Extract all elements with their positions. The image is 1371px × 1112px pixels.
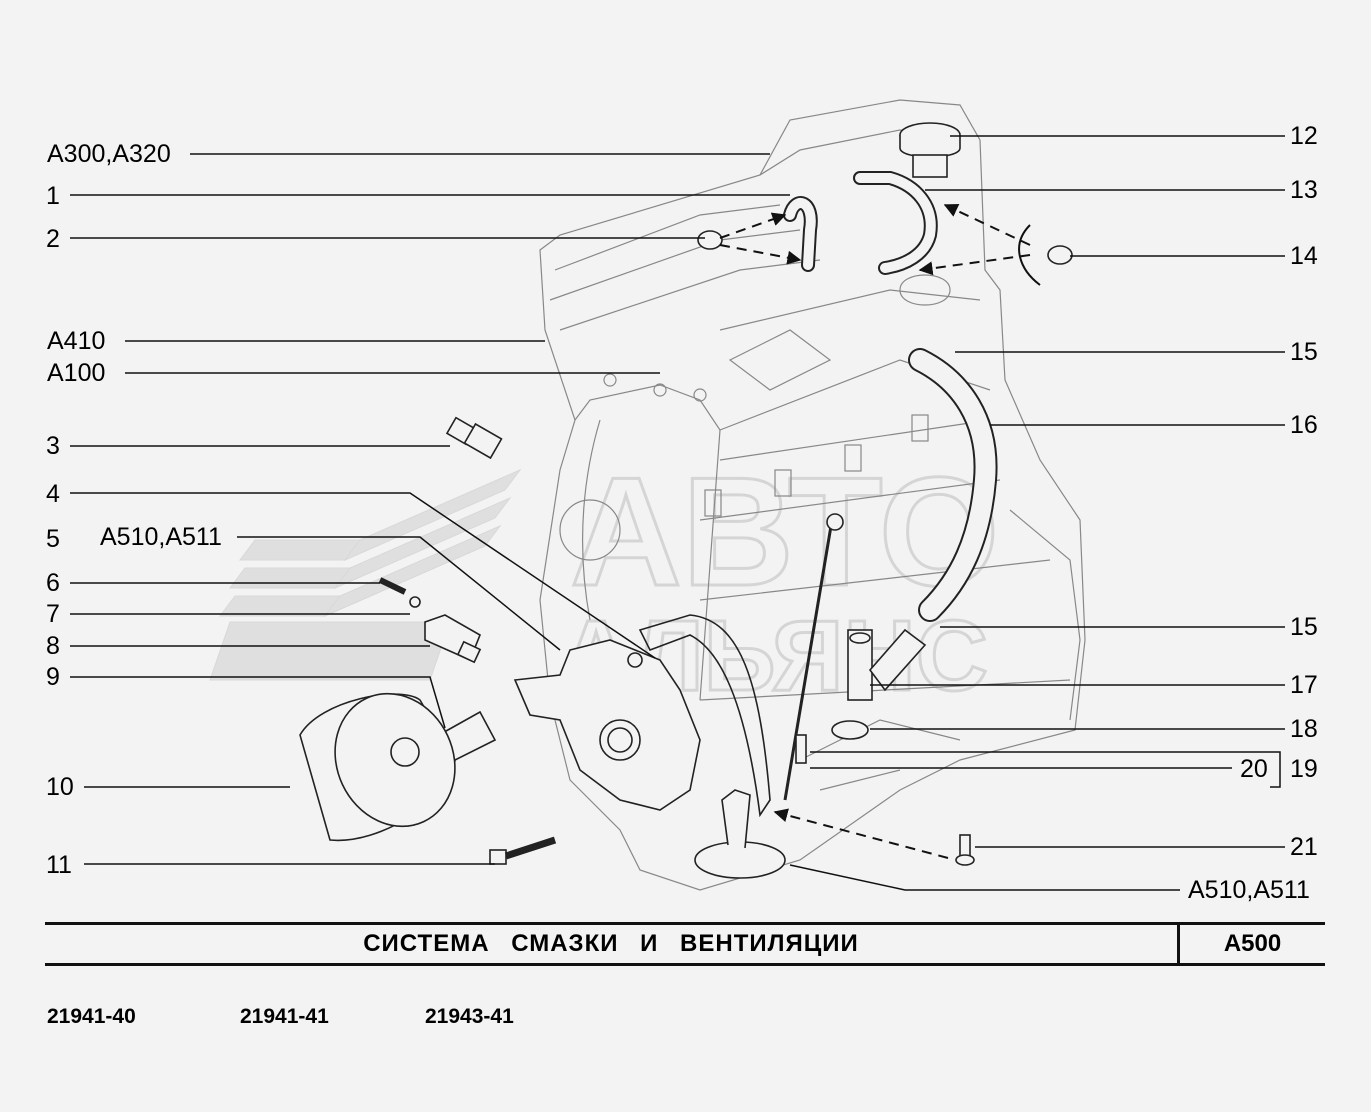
footer-top-rule [45,922,1325,925]
part-7-washer [409,596,421,608]
callout-a510-a511-left: А510,А511 [100,523,222,551]
callout-18: 18 [1290,715,1318,743]
callout-4: 4 [46,480,60,508]
callout-2: 2 [46,225,60,253]
callout-11: 11 [46,851,72,879]
callout-13: 13 [1290,176,1318,204]
callout-a100: А100 [47,359,106,387]
part-8-sensor [424,614,482,664]
callout-1: 1 [46,182,60,210]
part-17-fitting [847,628,927,701]
callout-5: 5 [46,525,60,553]
callout-10: 10 [46,773,74,801]
page-title: СИСТЕМА СМАЗКИ И ВЕНТИЛЯЦИИ [363,930,859,957]
part-21-bolt [955,834,975,866]
callout-14: 14 [1290,242,1318,270]
footer-separator [1177,922,1180,966]
oil-pickup [694,789,786,879]
callout-3: 3 [46,432,60,460]
callout-15-top: 15 [1290,338,1318,366]
assembly-arrows [719,204,1041,859]
section-code: А500 [1223,930,1282,957]
dipstick [783,519,834,801]
callout-19: 19 [1290,755,1318,783]
callout-7: 7 [46,600,60,628]
model-code-3: 21943-41 [425,1005,514,1028]
oil-pump [513,639,701,811]
callout-a300-a320: А300,А320 [47,140,171,168]
callout-a510-a511-right: А510,А511 [1188,876,1310,904]
part-2-clamp [697,230,723,250]
part-10-oil-filter [299,692,456,842]
callout-12: 12 [1290,122,1318,150]
part-12-oil-cap [899,122,961,178]
callout-6: 6 [46,569,60,597]
footer-bottom-rule [45,963,1325,966]
callout-16: 16 [1290,411,1318,439]
callout-9: 9 [46,663,60,691]
callout-17: 17 [1290,671,1318,699]
callout-15-bottom: 15 [1290,613,1318,641]
part-11-bolt [489,836,557,865]
part-19-stud [795,734,807,764]
part-6-bolt [378,577,407,595]
part-14-clamp [1047,245,1073,265]
callout-21: 21 [1290,833,1318,861]
part-18-o-ring [831,720,869,740]
model-code-1: 21941-40 [47,1005,136,1028]
model-code-2: 21941-41 [240,1005,329,1028]
callout-a410: А410 [47,327,106,355]
part-4-gasket [638,614,771,818]
callout-8: 8 [46,632,60,660]
callout-20: 20 [1240,755,1268,783]
part-3-sensor [445,416,503,460]
part-sketches [299,122,1073,879]
leader-lines [70,135,1285,891]
